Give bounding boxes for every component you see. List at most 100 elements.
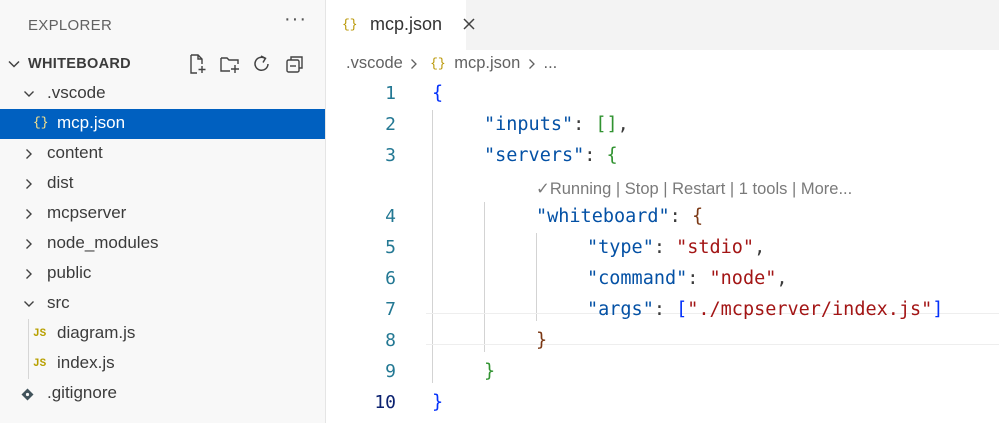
json-string: "./mcpserver/index.js"	[687, 299, 933, 320]
tree-item-public-folder[interactable]: public	[0, 259, 325, 289]
chevron-right-icon	[528, 58, 535, 69]
workspace-section-header[interactable]: WHITEBOARD	[0, 50, 325, 78]
punctuation: :	[573, 114, 596, 135]
code-editor[interactable]: 1 { 2 "inputs": [], 3 "servers": { ✓Runn…	[326, 79, 999, 419]
bracket: {	[606, 145, 618, 166]
mcp-server-codelens[interactable]: ✓Running | Stop | Restart | 1 tools | Mo…	[536, 180, 853, 198]
punctuation: :	[669, 206, 692, 227]
workspace-title: WHITEBOARD	[28, 56, 131, 72]
tree-item-mcpserver-folder[interactable]: mcpserver	[0, 199, 325, 229]
code-line: 5 "type": "stdio",	[326, 233, 999, 264]
indent-guide	[28, 319, 29, 349]
tree-item-dist-folder[interactable]: dist	[0, 169, 325, 199]
line-number: 4	[385, 206, 396, 227]
line-number: 2	[385, 114, 396, 135]
punctuation: ,	[776, 268, 788, 289]
code-text: "inputs": [],	[484, 114, 629, 135]
tree-item-vscode-folder[interactable]: .vscode	[0, 79, 325, 109]
explorer-title: EXPLORER	[28, 17, 113, 34]
line-number: 7	[385, 299, 396, 320]
new-file-icon[interactable]	[186, 53, 208, 75]
code-line: 2 "inputs": [],	[326, 110, 999, 141]
explorer-sidebar: EXPLORER ··· WHITEBOARD	[0, 0, 326, 423]
bracket: }	[432, 392, 444, 413]
explorer-header: EXPLORER ···	[0, 0, 325, 50]
line-number: 8	[385, 330, 396, 351]
code-line: 8 }	[326, 326, 999, 357]
editor-area: {} mcp.json .vscode {} mcp.json ... 1 { …	[326, 0, 999, 423]
line-number: 3	[385, 145, 396, 166]
code-text: "type": "stdio",	[587, 237, 765, 258]
line-number: 10	[374, 392, 396, 413]
new-folder-icon[interactable]	[219, 53, 241, 75]
bracket: {	[691, 206, 704, 227]
code-text: }	[536, 330, 547, 351]
javascript-file-icon: JS	[33, 358, 47, 370]
json-key: "whiteboard"	[536, 206, 670, 227]
tree-item-diagram-js[interactable]: JS diagram.js	[0, 319, 325, 349]
tree-item-label: index.js	[57, 353, 115, 372]
breadcrumb-file[interactable]: mcp.json	[454, 54, 521, 73]
line-number: 5	[385, 237, 396, 258]
close-icon[interactable]	[462, 17, 476, 31]
bracket: []	[595, 114, 618, 135]
tree-item-index-js[interactable]: JS index.js	[0, 349, 325, 379]
code-text: {	[432, 83, 443, 104]
code-text: }	[432, 392, 443, 413]
chevron-right-icon	[26, 149, 32, 159]
punctuation: :	[584, 145, 607, 166]
bracket: }	[484, 361, 496, 382]
code-line: 10 }	[326, 388, 999, 419]
code-line: 1 {	[326, 79, 999, 110]
chevron-down-icon	[24, 91, 34, 97]
git-diamond-icon	[21, 388, 34, 401]
breadcrumb: .vscode {} mcp.json ...	[346, 54, 557, 76]
tree-item-content-folder[interactable]: content	[0, 139, 325, 169]
line-number: 9	[385, 361, 396, 382]
refresh-icon[interactable]	[251, 53, 273, 75]
json-file-icon: {}	[430, 56, 446, 72]
bracket: }	[536, 330, 548, 351]
punctuation: :	[653, 299, 677, 320]
more-actions-icon[interactable]: ···	[284, 8, 307, 30]
punctuation: ,	[754, 237, 766, 258]
tree-item-mcp-json[interactable]: {} mcp.json	[0, 109, 325, 139]
json-file-icon: {}	[342, 17, 358, 32]
tab-mcp-json[interactable]: {} mcp.json	[326, 0, 475, 50]
code-text: "whiteboard": {	[536, 206, 703, 227]
code-text: }	[484, 361, 495, 382]
collapse-all-icon[interactable]	[284, 53, 306, 75]
chevron-down-icon	[24, 301, 34, 307]
indent-guide	[28, 349, 29, 379]
json-key: "servers"	[484, 145, 585, 166]
tree-item-label: dist	[47, 173, 74, 192]
code-line: 4 "whiteboard": {	[326, 202, 999, 233]
code-line: 9 }	[326, 357, 999, 388]
breadcrumb-symbol[interactable]: ...	[543, 54, 558, 73]
code-text: "args": ["./mcpserver/index.js"]	[587, 299, 943, 320]
tree-item-node-modules-folder[interactable]: node_modules	[0, 229, 325, 259]
code-line: 3 "servers": {	[326, 141, 999, 172]
code-text: "servers": {	[484, 145, 618, 166]
bracket: {	[432, 83, 444, 104]
tab-label: mcp.json	[370, 14, 443, 34]
tree-item-src-folder[interactable]: src	[0, 289, 325, 319]
chevron-right-icon	[26, 239, 32, 249]
tree-item-label: public	[47, 263, 92, 282]
breadcrumb-folder[interactable]: .vscode	[346, 54, 403, 73]
json-key: "inputs"	[484, 114, 574, 135]
code-line: 7 "args": ["./mcpserver/index.js"]	[326, 295, 999, 326]
json-key: "type"	[587, 237, 654, 258]
current-line-highlight	[426, 313, 999, 345]
tree-item-label: .vscode	[47, 83, 106, 102]
chevron-right-icon	[26, 209, 32, 219]
tree-item-label: .gitignore	[47, 383, 117, 402]
tree-item-label: diagram.js	[57, 323, 136, 342]
bracket: [	[676, 299, 688, 320]
chevron-right-icon	[26, 179, 32, 189]
chevron-down-icon	[8, 60, 20, 68]
tree-item-label: node_modules	[47, 233, 159, 252]
tree-item-gitignore[interactable]: .gitignore	[0, 379, 325, 409]
chevron-right-icon	[26, 269, 32, 279]
chevron-right-icon	[411, 58, 418, 69]
